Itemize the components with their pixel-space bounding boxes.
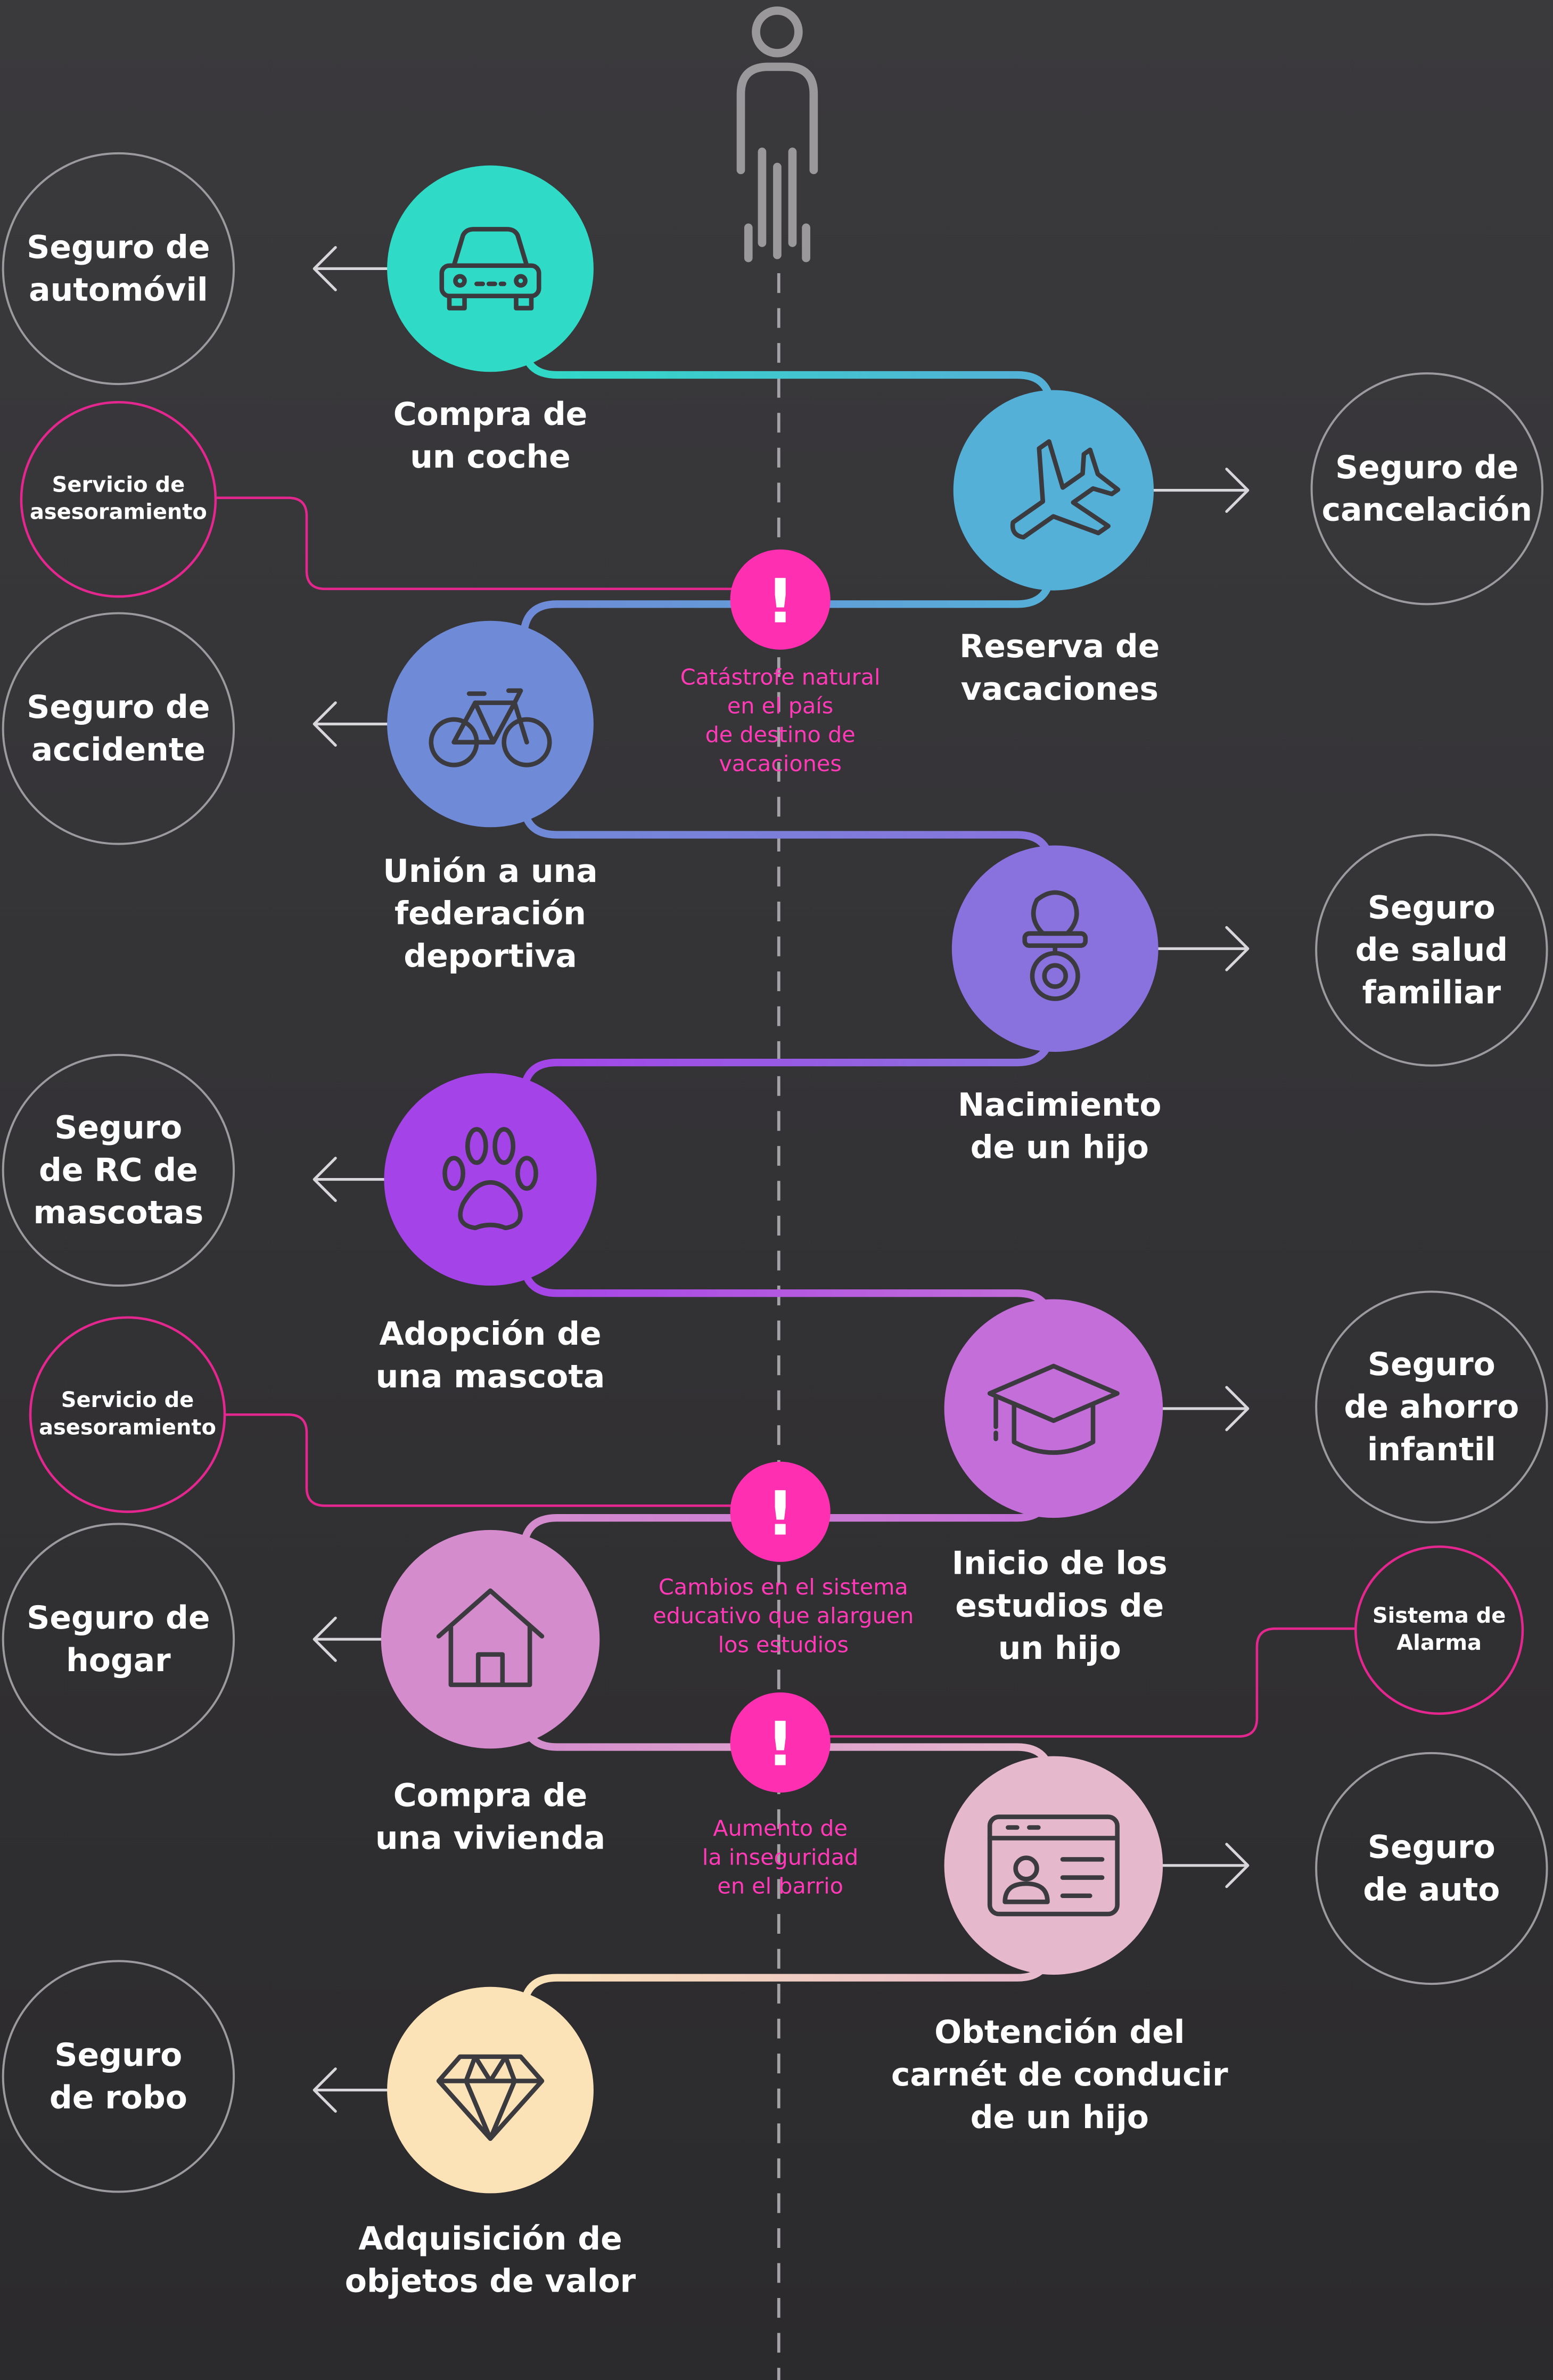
step-circle-9 xyxy=(387,1986,594,2194)
arrow-4 xyxy=(1157,926,1250,971)
alert-text-neighborhood-insecurity: Aumento de la inseguridad en el barrio xyxy=(702,1817,859,1900)
step-label-child-birth: Nacimiento de un hijo xyxy=(958,1086,1162,1166)
step-label-valuables-purchase: Adquisición de objetos de valor xyxy=(344,2220,636,2300)
step-circle-2 xyxy=(953,390,1154,591)
step-label-car-purchase: Compra de un coche xyxy=(393,396,588,476)
step-circle-3 xyxy=(387,620,594,828)
step-circle-7 xyxy=(381,1530,600,1749)
insurance-label-home: Seguro de hogar xyxy=(27,1600,210,1679)
arrow-5 xyxy=(313,1157,385,1202)
insurance-circle-3 xyxy=(2,612,235,845)
step-label-child-driving-license: Obtención del carnét de conducir de un h… xyxy=(891,2014,1228,2136)
step-circle-5 xyxy=(384,1073,597,1286)
alert-marker-2 xyxy=(730,1461,831,1562)
service-circle-1 xyxy=(20,400,217,598)
insurance-label-theft: Seguro de robo xyxy=(49,2037,187,2116)
service-circle-2 xyxy=(29,1316,226,1513)
alert-symbol-1: ! xyxy=(767,566,794,637)
id-card-icon xyxy=(987,1814,1120,1917)
service-connector-2 xyxy=(225,1413,747,1507)
arrow-9 xyxy=(313,2067,389,2113)
step-label-pet-adoption: Adopción de una mascota xyxy=(375,1316,605,1395)
service-label-advisory-1: Servicio de asesoramiento xyxy=(29,473,207,526)
insurance-circle-9 xyxy=(2,1960,235,2193)
insurance-circle-7 xyxy=(2,1523,235,1756)
arrow-1 xyxy=(313,246,389,291)
insurance-label-cancellation: Seguro de cancelación xyxy=(1321,449,1532,528)
paw-icon xyxy=(442,1127,538,1231)
insurance-label-car: Seguro de automóvil xyxy=(27,229,210,308)
alert-text-natural-disaster: Catástrofe natural en el país de destino… xyxy=(680,666,881,778)
arrow-3 xyxy=(313,701,389,747)
arrow-2 xyxy=(1152,468,1250,513)
arrow-7 xyxy=(313,1616,383,1662)
graduation-cap-icon xyxy=(987,1363,1120,1455)
pacifier-icon xyxy=(1022,890,1088,1001)
insurance-circle-6 xyxy=(1315,1290,1548,1524)
insurance-circle-4 xyxy=(1315,833,1548,1067)
insurance-circle-1 xyxy=(2,152,235,386)
step-circle-6 xyxy=(944,1299,1163,1518)
insurance-label-pet-liability: Seguro de RC de mascotas xyxy=(33,1109,204,1231)
insurance-label-family-health: Seguro de salud familiar xyxy=(1355,889,1508,1011)
step-label-sports-federation: Unión a una federación deportiva xyxy=(383,853,598,975)
service-connector-1 xyxy=(215,496,747,591)
alert-marker-3 xyxy=(730,1692,831,1793)
alert-symbol-2: ! xyxy=(767,1478,794,1549)
insurance-circle-5 xyxy=(2,1053,235,1287)
step-label-home-purchase: Compra de una vivienda xyxy=(375,1777,606,1856)
step-circle-8 xyxy=(944,1756,1163,1975)
insurance-circle-2 xyxy=(1310,372,1544,606)
service-label-advisory-2: Servicio de asesoramiento xyxy=(39,1388,216,1441)
service-label-alarm-system: Sistema de Alarma xyxy=(1372,1604,1506,1656)
insurance-circle-8 xyxy=(1315,1752,1548,1985)
step-label-child-studies: Inicio de los estudios de un hijo xyxy=(951,1545,1168,1667)
alert-text-education-changes: Cambios en el sistema educativo que alar… xyxy=(653,1576,914,1658)
arrow-6 xyxy=(1161,1386,1250,1432)
alert-marker-1 xyxy=(730,549,831,650)
insurance-label-child-savings: Seguro de ahorro infantil xyxy=(1344,1346,1519,1468)
diamond-icon xyxy=(436,2054,545,2141)
connector-line-8 xyxy=(520,1940,1055,2015)
step-label-vacation-booking: Reserva de vacaciones xyxy=(959,628,1160,708)
person-icon xyxy=(736,6,818,263)
service-connector-3 xyxy=(817,1627,1356,1738)
bicycle-icon xyxy=(429,688,552,767)
service-circle-3 xyxy=(1354,1545,1524,1715)
step-circle-1 xyxy=(387,165,594,372)
insurance-label-accident: Seguro de accidente xyxy=(27,689,210,768)
car-icon xyxy=(439,227,541,310)
alert-symbol-3: ! xyxy=(767,1709,794,1780)
arrow-8 xyxy=(1161,1843,1250,1888)
insurance-label-auto: Seguro de auto xyxy=(1363,1829,1500,1908)
house-icon xyxy=(436,1588,545,1687)
airplane-icon xyxy=(1010,439,1121,540)
